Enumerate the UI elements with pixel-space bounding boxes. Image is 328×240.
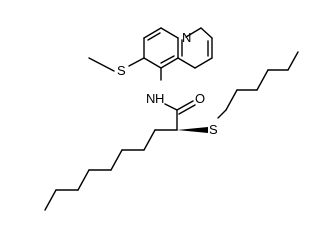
molecule-structure: N S N H O S [44, 27, 299, 211]
hexylthio-group [177, 51, 299, 133]
bond [77, 169, 90, 191]
quinoline-pyridine-ring [177, 27, 213, 69]
wedge-bond [177, 127, 208, 133]
hexylthio-sulfur-label: S [209, 122, 218, 137]
bond [164, 103, 178, 111]
bond [194, 57, 213, 69]
quinoline-nitrogen-label: N [182, 30, 191, 45]
bond [147, 32, 161, 41]
methylthio-sulfur-label: S [117, 63, 126, 78]
bond [256, 69, 269, 91]
bond [110, 149, 123, 171]
bond [160, 57, 179, 69]
bond [88, 57, 115, 72]
bond [128, 57, 145, 67]
alkyl-chain [44, 129, 178, 211]
bond [176, 100, 194, 111]
amide-group [160, 67, 196, 131]
amide-nitrogen-label: N [146, 91, 155, 106]
bond [160, 55, 175, 64]
bond [217, 109, 227, 119]
methylthio-group [88, 57, 145, 72]
bond [200, 27, 213, 39]
quinoline-benzene-ring [143, 27, 179, 69]
bond [143, 57, 162, 69]
bond [143, 27, 162, 39]
bond [178, 104, 196, 115]
bond [160, 27, 179, 39]
bond [44, 189, 57, 211]
bond [143, 129, 156, 151]
amide-hydrogen-label: H [155, 91, 164, 106]
bond [185, 27, 202, 38]
carbonyl-oxygen-label: O [195, 91, 205, 106]
bond [225, 89, 238, 111]
bond [287, 51, 299, 71]
bond [177, 57, 196, 69]
